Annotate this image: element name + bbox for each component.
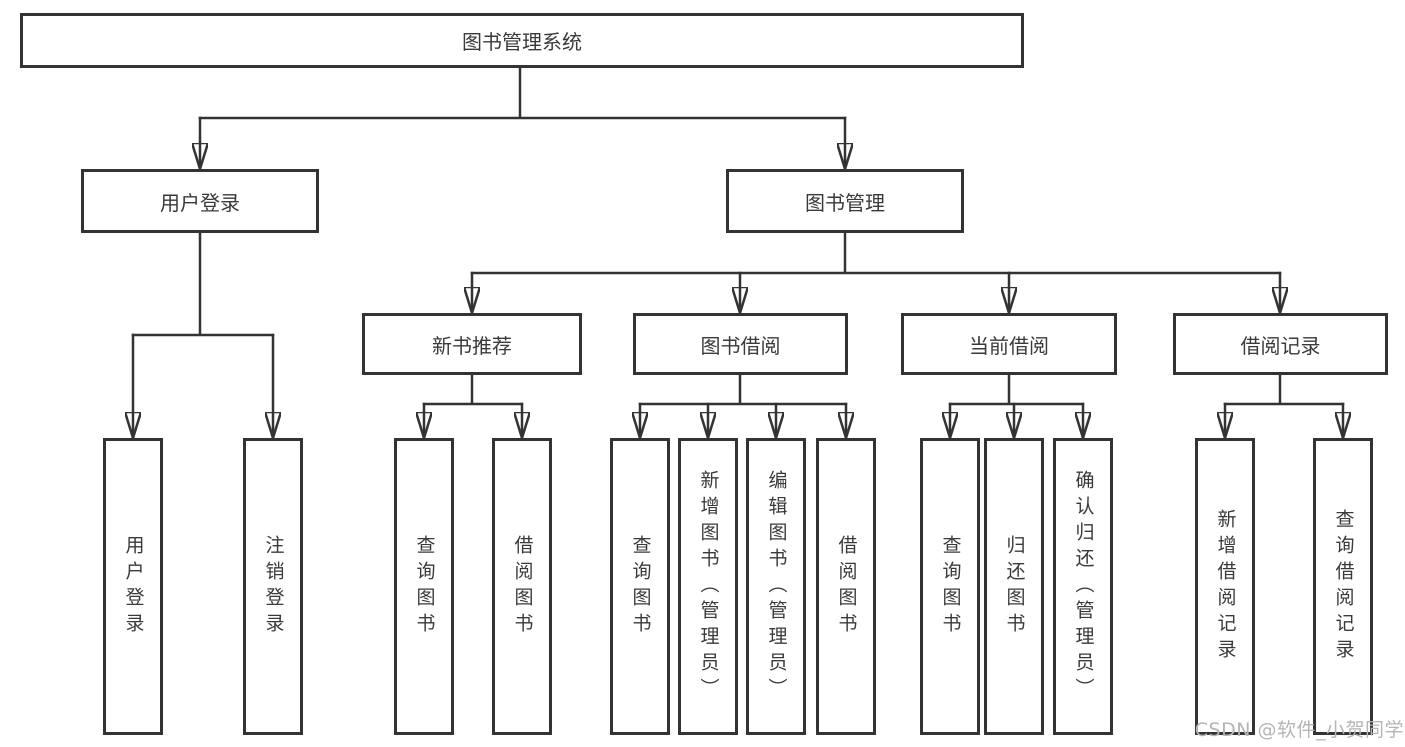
node-new-book-recommend: 新书推荐	[362, 313, 582, 375]
connector-book-management-to-level3	[470, 231, 1282, 315]
connector-trunk-book-borrow	[638, 373, 848, 406]
leaf-return-book-label: 归还图书	[1003, 534, 1026, 639]
leaf-query-books-1-label: 查询图书	[413, 534, 436, 639]
csdn-watermark: CSDN @软件_小贺同学	[1194, 719, 1404, 741]
leaf-add-borrow-record-label: 新增借阅记录	[1214, 508, 1237, 665]
node-library-system: 图书管理系统	[20, 13, 1024, 68]
leaf-logout: 注销登录	[243, 438, 303, 735]
leaf-query-books-1: 查询图书	[394, 438, 454, 735]
leaf-add-book-admin: 新增图书（管理员）	[678, 438, 738, 735]
leaf-add-borrow-record: 新增借阅记录	[1195, 438, 1255, 735]
leaf-query-books-2: 查询图书	[610, 438, 670, 735]
connector-trunk-root	[198, 66, 847, 120]
connector-root-to-level2	[198, 66, 847, 171]
node-library-system-label: 图书管理系统	[462, 30, 582, 54]
leaf-borrow-books-1: 借阅图书	[492, 438, 552, 735]
node-current-borrow: 当前借阅	[901, 313, 1117, 375]
leaf-borrow-books-2: 借阅图书	[816, 438, 876, 735]
leaf-return-book: 归还图书	[984, 438, 1044, 735]
leaf-edit-book-admin: 编辑图书（管理员）	[746, 438, 806, 735]
node-borrow-records: 借阅记录	[1173, 313, 1388, 375]
connector-user-login-to-leaves	[131, 231, 275, 440]
connector-borrow-records-to-leaves	[1223, 373, 1345, 440]
connector-book-borrow-to-leaves	[638, 373, 848, 440]
node-book-borrow-label: 图书借阅	[700, 333, 781, 358]
connector-trunk-current-borrow	[948, 373, 1085, 406]
node-book-borrow: 图书借阅	[633, 313, 848, 375]
leaf-query-books-3: 查询图书	[920, 438, 980, 735]
node-current-borrow-label: 当前借阅	[969, 333, 1049, 358]
leaf-query-books-3-label: 查询图书	[939, 534, 962, 639]
leaf-logout-label: 注销登录	[262, 534, 285, 639]
leaf-edit-book-admin-label: 编辑图书（管理员）	[765, 469, 788, 704]
leaf-query-borrow-record-label: 查询借阅记录	[1332, 508, 1355, 665]
connector-trunk-borrow-records	[1223, 373, 1345, 406]
leaf-add-book-admin-label: 新增图书（管理员）	[697, 469, 720, 704]
connector-current-borrow-to-leaves	[948, 373, 1085, 440]
leaf-query-books-2-label: 查询图书	[629, 534, 652, 639]
node-user-login: 用户登录	[81, 169, 319, 233]
leaf-confirm-return-admin-label: 确认归还（管理员）	[1072, 469, 1095, 704]
leaf-user-login: 用户登录	[103, 438, 163, 735]
leaf-borrow-books-1-label: 借阅图书	[511, 534, 534, 639]
node-user-login-label: 用户登录	[160, 190, 240, 215]
node-book-management-label: 图书管理	[805, 190, 885, 215]
connector-trunk-new-book-recommend	[422, 373, 524, 406]
leaf-user-login-label: 用户登录	[122, 534, 145, 639]
node-book-management: 图书管理	[726, 169, 964, 233]
leaf-confirm-return-admin: 确认归还（管理员）	[1053, 438, 1113, 735]
connector-trunk-user-login	[131, 231, 275, 337]
node-borrow-records-label: 借阅记录	[1240, 333, 1321, 358]
leaf-borrow-books-2-label: 借阅图书	[835, 534, 858, 639]
connector-trunk-book-management	[470, 231, 1282, 275]
connector-new-book-recommend-to-leaves	[422, 373, 524, 440]
node-new-book-recommend-label: 新书推荐	[432, 333, 512, 358]
leaf-query-borrow-record: 查询借阅记录	[1313, 438, 1373, 735]
